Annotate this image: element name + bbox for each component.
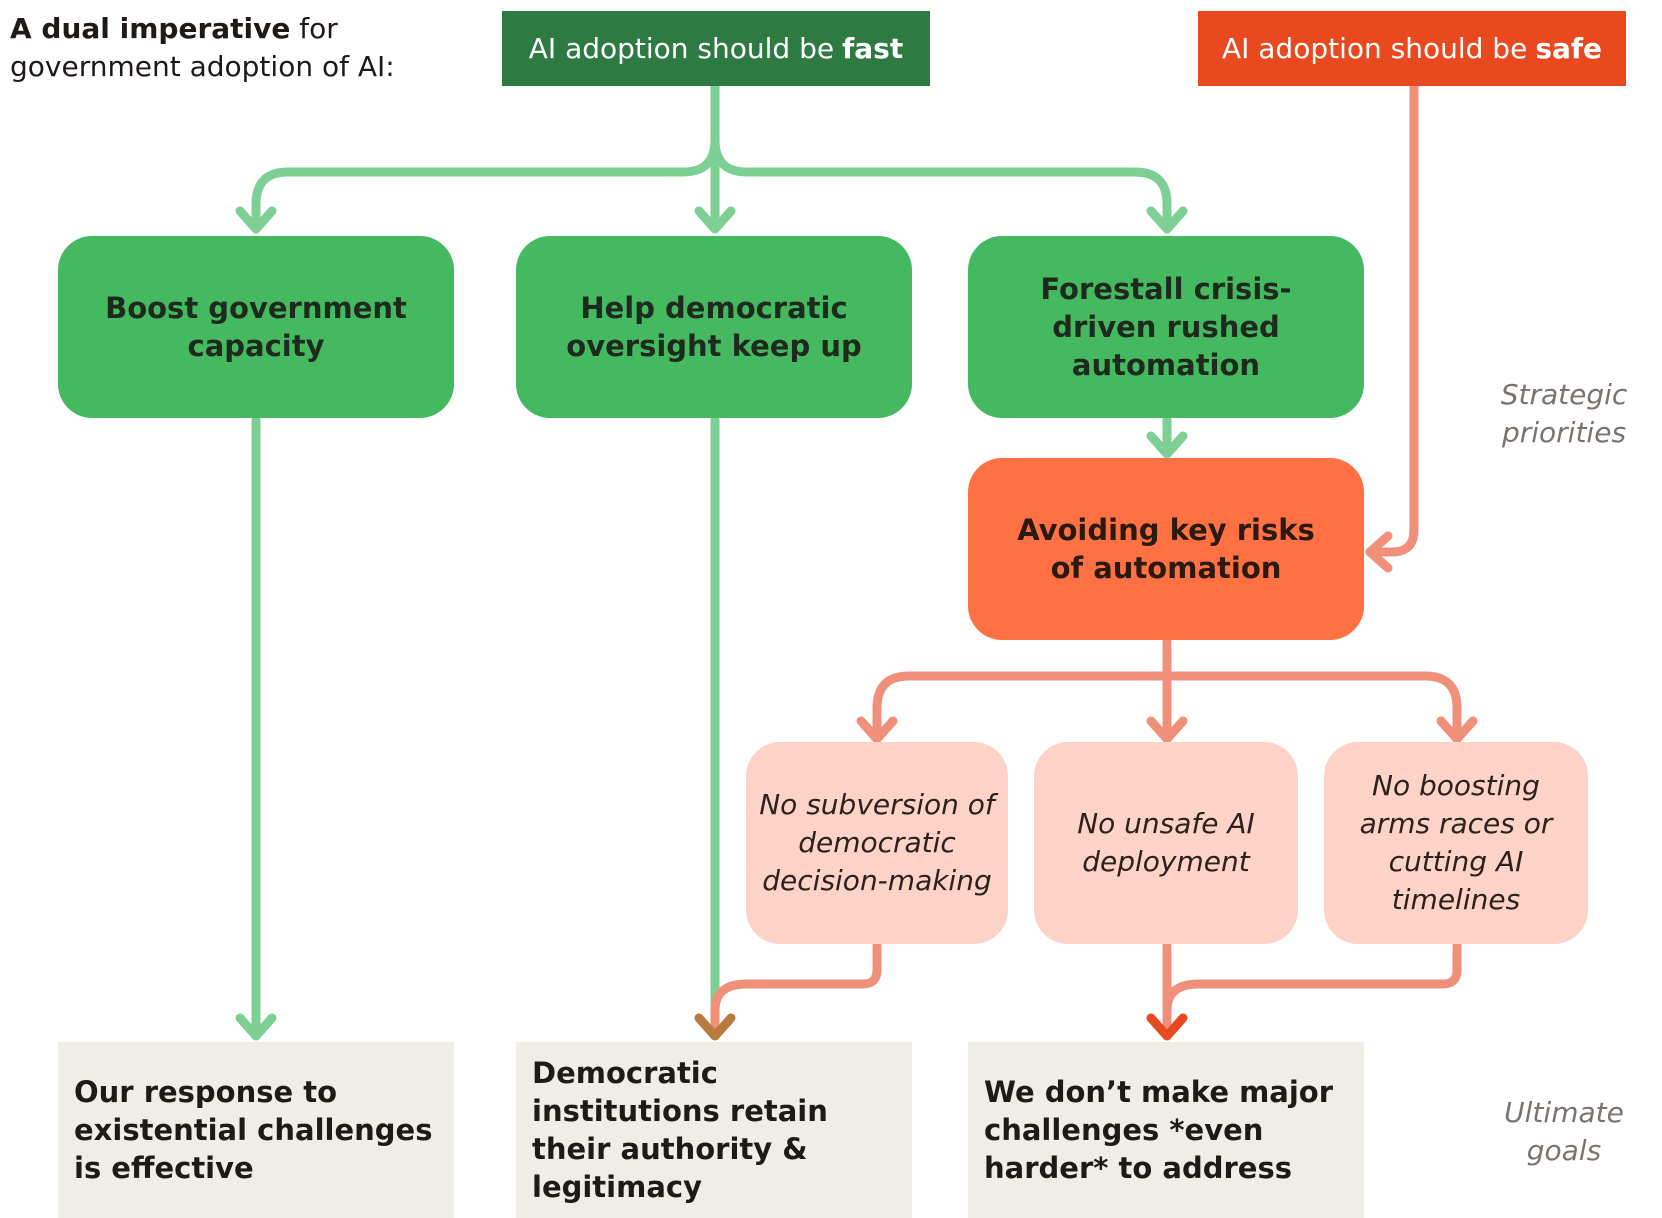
side-label-ultimate: Ultimate goals [1484, 1094, 1644, 1170]
risk-label: No unsafe AI deployment [1077, 807, 1255, 878]
arrowhead-risk-1 [856, 716, 898, 744]
risk-label: No subversion of democratic decision-mak… [759, 788, 995, 897]
risk-hub-box: Avoiding key risks of automation [968, 458, 1364, 640]
arrowhead-goal-2 [694, 1013, 736, 1041]
arrowhead-risk-3 [1436, 716, 1478, 744]
connector-hub-to-risk-1 [872, 671, 1172, 743]
goal-major-challenges: We don’t make major challenges *even har… [968, 1042, 1364, 1218]
risk-subversion-box: No subversion of democratic decision-mak… [746, 742, 1008, 944]
heading-bold: A dual imperative [10, 12, 291, 45]
arrowhead-oversight [694, 206, 736, 234]
arrowhead-capacity [235, 206, 277, 234]
risk-unsafe-deployment-box: No unsafe AI deployment [1034, 742, 1298, 944]
imperative-fast-emphasis: fast [842, 32, 904, 65]
connector-risk-3-to-goal-3 [1162, 941, 1462, 1040]
risk-hub-label: Avoiding key risks of automation [1017, 513, 1315, 585]
priority-forestall-crisis: Forestall crisis-driven rushed automatio… [968, 236, 1364, 418]
arrowhead-hub [1146, 431, 1188, 459]
connector-hub-to-risk-3 [1162, 671, 1462, 743]
goal-democratic-institutions: Democratic institutions retain their aut… [516, 1042, 912, 1218]
side-label-strategic-text: Strategic priorities [1500, 378, 1628, 449]
connector-risk-1-to-goal-2 [710, 941, 882, 1040]
goal-label: Democratic institutions retain their aut… [532, 1056, 828, 1204]
arrowhead-goal-3 [1146, 1013, 1188, 1041]
imperative-safe-box: AI adoption should be safe [1198, 11, 1626, 86]
imperative-safe-emphasis: safe [1535, 32, 1603, 65]
arrowhead-safe-hub [1365, 531, 1393, 573]
arrowhead-forestall [1146, 206, 1188, 234]
connector-fast-to-capacity [251, 135, 720, 233]
arrowhead-risk-2 [1146, 716, 1188, 744]
risk-arms-races-box: No boosting arms races or cutting AI tim… [1324, 742, 1588, 944]
heading-rest: for government adoption of AI: [10, 12, 395, 83]
side-label-strategic: Strategic priorities [1484, 376, 1644, 452]
connector-safe-to-hub [1365, 81, 1419, 557]
goal-label: Our response to existential challenges i… [74, 1075, 433, 1185]
goal-label: We don’t make major challenges *even har… [984, 1075, 1334, 1185]
priority-label: Boost government capacity [105, 291, 407, 363]
priority-label: Forestall crisis-driven rushed automatio… [1040, 272, 1292, 382]
priority-label: Help democratic oversight keep up [566, 291, 862, 363]
imperative-safe-prefix: AI adoption should be [1221, 32, 1528, 65]
risk-label: No boosting arms races or cutting AI tim… [1359, 769, 1553, 916]
diagram-heading: A dual imperative for government adoptio… [10, 10, 470, 86]
side-label-ultimate-text: Ultimate goals [1504, 1096, 1624, 1167]
priority-democratic-oversight: Help democratic oversight keep up [516, 236, 912, 418]
imperative-fast-prefix: AI adoption should be [528, 32, 835, 65]
goal-existential-response: Our response to existential challenges i… [58, 1042, 454, 1218]
arrowhead-goal-1 [235, 1013, 277, 1041]
imperative-fast-box: AI adoption should be fast [502, 11, 930, 86]
connector-fast-to-forestall [710, 135, 1172, 233]
priority-boost-capacity: Boost government capacity [58, 236, 454, 418]
